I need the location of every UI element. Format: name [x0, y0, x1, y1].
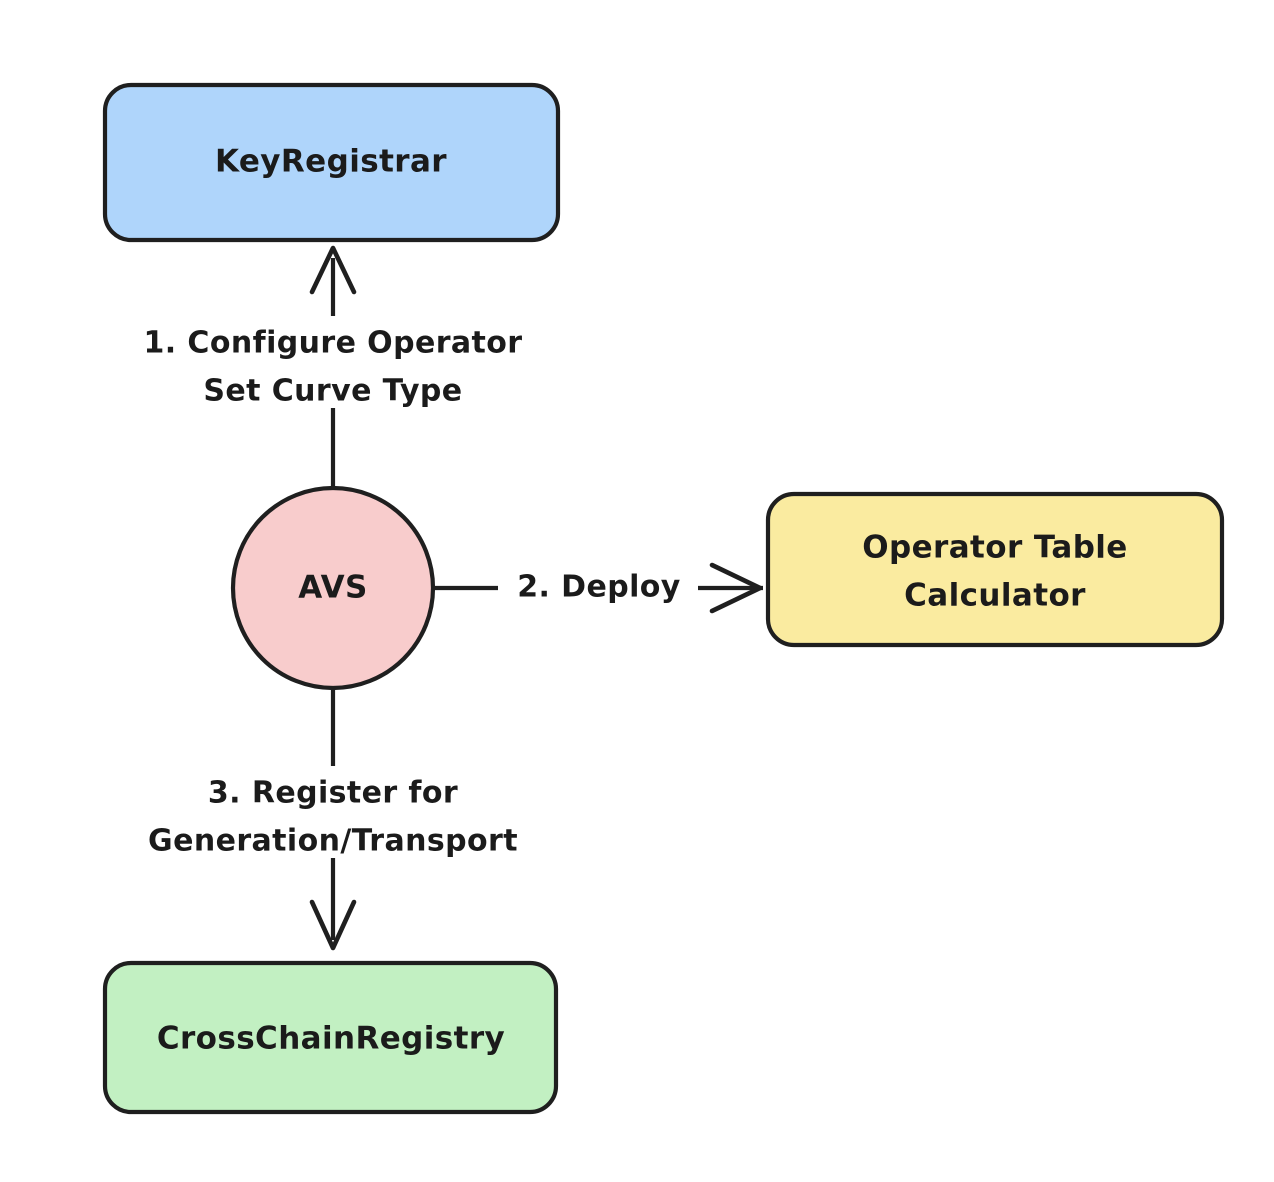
node-operator-table-calculator-shape[interactable] — [765, 491, 1225, 648]
edge-label-3-line2: Generation/Transport — [148, 824, 518, 859]
node-operator-table-calculator-label-line1: Operator Table — [862, 530, 1127, 566]
edge-label-avs-to-cross-chain-registry: 3. Register for Generation/Transport — [108, 766, 558, 859]
edge-label-avs-to-operator-table-calculator: 2. Deploy — [498, 562, 698, 614]
node-operator-table-calculator[interactable]: Operator Table Calculator — [765, 491, 1225, 648]
node-avs[interactable]: AVS — [230, 485, 436, 691]
node-cross-chain-registry-label: CrossChainRegistry — [157, 1021, 505, 1057]
edge-label-avs-to-key-registrar: 1. Configure Operator Set Curve Type — [108, 316, 558, 409]
node-cross-chain-registry[interactable]: CrossChainRegistry — [102, 960, 559, 1115]
node-key-registrar-shape[interactable] — [102, 82, 561, 243]
edge-label-3-backdrop — [108, 766, 558, 858]
edge-label-2-line1: 2. Deploy — [517, 570, 681, 605]
node-avs-shape[interactable] — [230, 485, 436, 691]
node-cross-chain-registry-shape[interactable] — [102, 960, 559, 1115]
edge-label-3-line1: 3. Register for — [208, 776, 458, 811]
edge-label-1-backdrop — [108, 316, 558, 408]
arrow-down-icon — [309, 899, 357, 951]
node-key-registrar-label: KeyRegistrar — [215, 144, 447, 180]
edge-label-2-backdrop — [498, 562, 698, 614]
edge-label-1-line2: Set Curve Type — [203, 374, 462, 409]
node-operator-table-calculator-label-line2: Calculator — [904, 578, 1086, 614]
arrow-right-icon — [709, 562, 763, 614]
node-key-registrar[interactable]: KeyRegistrar — [102, 82, 561, 243]
arrow-up-icon — [309, 245, 357, 295]
node-avs-label: AVS — [298, 570, 367, 606]
edge-label-1-line1: 1. Configure Operator — [144, 326, 523, 361]
